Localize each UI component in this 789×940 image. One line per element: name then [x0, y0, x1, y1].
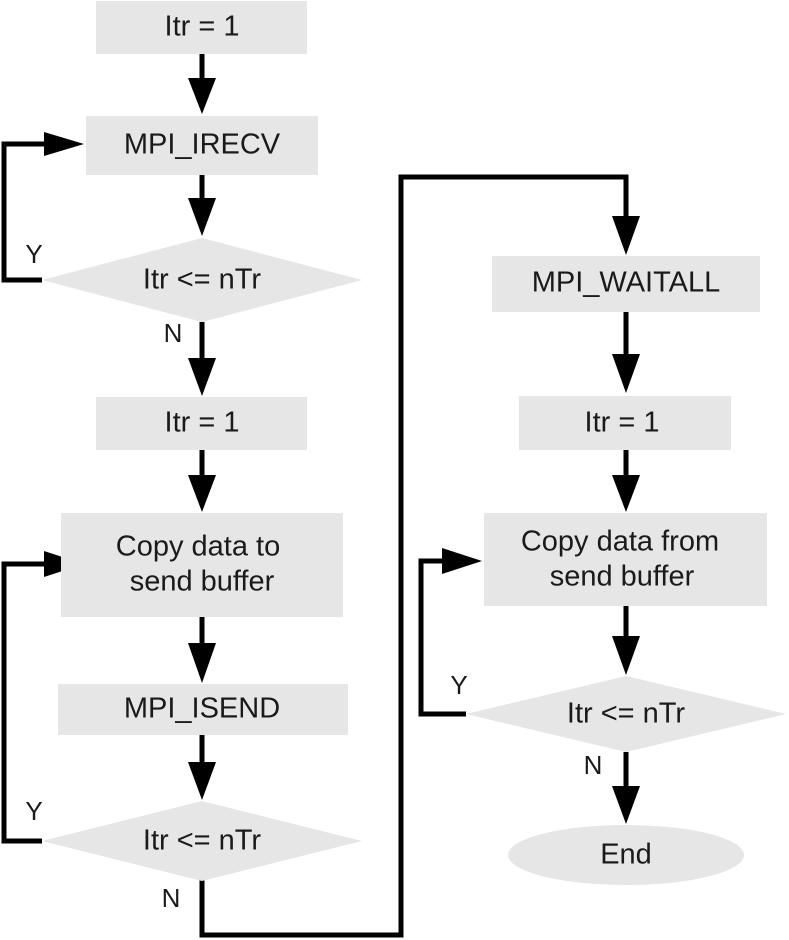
arrowheads — [44, 78, 640, 824]
node-reset: Itr = 1 — [519, 396, 731, 450]
node-label: Itr <= nTr — [567, 698, 686, 730]
node-label: MPI_ISEND — [124, 693, 280, 725]
decision-recv-check: Itr <= nTr — [42, 238, 362, 322]
label-no: N — [164, 318, 183, 348]
decision-final-check: Itr <= nTr — [466, 676, 786, 752]
label-yes: Y — [450, 670, 467, 700]
node-label: End — [600, 839, 652, 871]
arrowhead-down — [612, 636, 640, 675]
node-label: MPI_IRECV — [124, 129, 281, 161]
node-mpi-irecv: MPI_IRECV — [86, 116, 318, 175]
arrowhead-down — [188, 78, 216, 114]
label-no: N — [584, 750, 603, 780]
arrowhead-right — [44, 132, 84, 156]
arrowhead-down — [612, 216, 640, 255]
node-label: MPI_WAITALL — [532, 267, 721, 299]
arrowhead-down — [188, 762, 216, 800]
node-label: send buffer — [130, 566, 275, 598]
edge-left-to-right — [199, 174, 629, 938]
arrowhead-down — [188, 198, 216, 236]
arrowhead-down — [188, 643, 216, 683]
node-copy-to-buffer: Copy data to send buffer — [61, 513, 343, 617]
label-yes: Y — [25, 796, 42, 826]
node-end: End — [508, 825, 744, 885]
arrowhead-down — [188, 475, 216, 512]
node-mpi-isend: MPI_ISEND — [58, 684, 348, 735]
node-label: Itr = 1 — [165, 407, 240, 439]
arrowhead-down — [612, 475, 640, 512]
node-reset: Itr = 1 — [96, 397, 307, 450]
node-label: Itr <= nTr — [143, 264, 262, 296]
node-label: send buffer — [550, 561, 695, 593]
arrowhead-down — [612, 786, 640, 824]
node-label: Itr = 1 — [585, 407, 660, 439]
node-label: Copy data to — [116, 531, 280, 563]
edge-send-loop — [1, 561, 50, 844]
node-label: Itr = 1 — [165, 11, 240, 43]
node-init: Itr = 1 — [96, 1, 307, 54]
label-yes: Y — [25, 239, 42, 269]
connectors — [1, 54, 629, 938]
node-label: Itr <= nTr — [143, 825, 262, 857]
node-copy-from-buffer: Copy data from send buffer — [484, 513, 767, 606]
label-no: N — [162, 883, 181, 913]
edge-recv-loop — [1, 141, 50, 283]
node-mpi-waitall: MPI_WAITALL — [492, 256, 760, 312]
node-label: Copy data from — [521, 526, 719, 558]
arrowhead-down — [612, 354, 640, 393]
arrowhead-right — [442, 548, 482, 574]
edge-right-loop — [418, 558, 466, 717]
arrowhead-down — [188, 358, 216, 396]
decision-send-check: Itr <= nTr — [42, 801, 362, 881]
